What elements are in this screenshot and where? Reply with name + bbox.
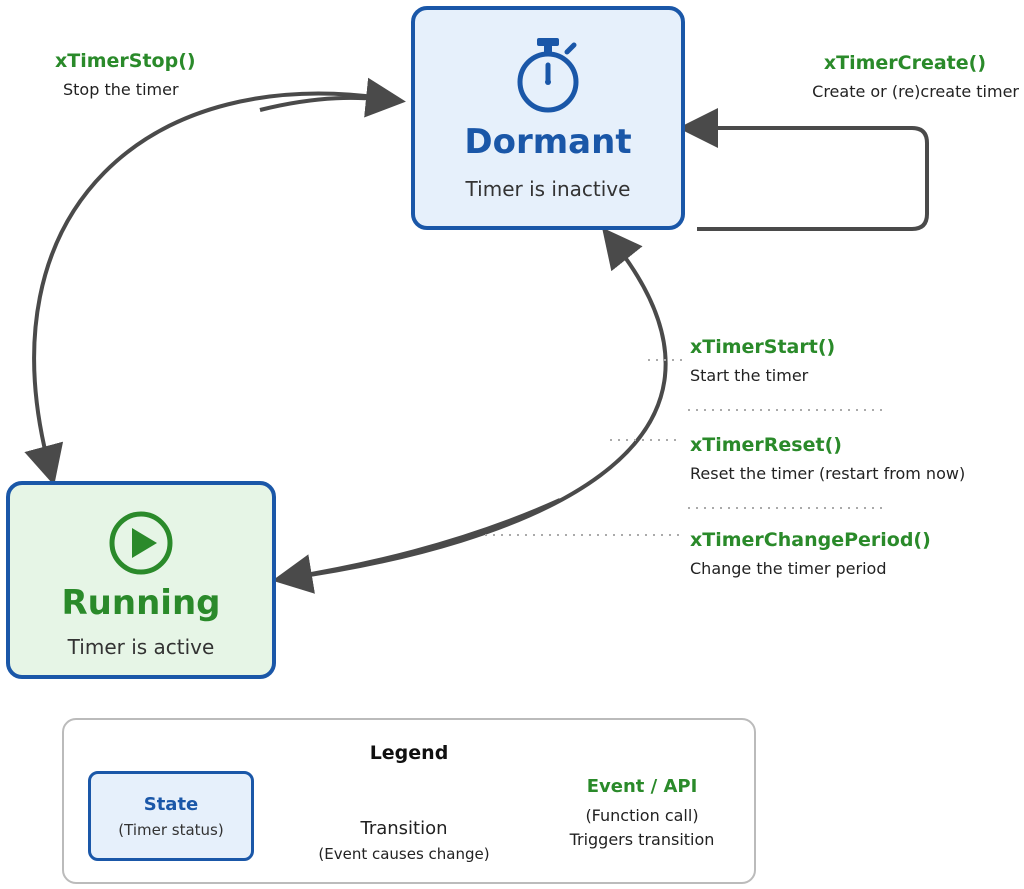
event-create-desc: Create or (re)create timer xyxy=(812,82,1019,101)
event-start-name: xTimerStart() xyxy=(690,336,836,358)
event-change-period-desc: Change the timer period xyxy=(690,559,887,578)
legend-state-label: State xyxy=(143,794,199,815)
event-stop: xTimerStop() Stop the timer xyxy=(55,50,196,99)
legend-transition-label: Transition xyxy=(360,818,448,839)
arrow-stop-dormant-to-running xyxy=(24,91,396,486)
play-circle-icon xyxy=(109,511,173,575)
arrow-dormant-to-running xyxy=(272,498,561,594)
legend-transition-sub: (Event causes change) xyxy=(318,845,490,863)
state-dormant: Dormant Timer is inactive xyxy=(411,6,685,230)
legend-state-sub: (Timer status) xyxy=(118,821,224,839)
legend-title: Legend xyxy=(369,742,449,764)
legend-event-sub2: Triggers transition xyxy=(569,830,715,849)
event-stop-name: xTimerStop() xyxy=(55,50,196,72)
legend-state-sample: State (Timer status) xyxy=(88,771,254,861)
event-reset-desc: Reset the timer (restart from now) xyxy=(690,464,966,483)
dormant-subtitle: Timer is inactive xyxy=(465,177,631,201)
state-running: Running Timer is active xyxy=(6,481,276,679)
legend-event-label: Event / API xyxy=(586,776,698,797)
event-reset: xTimerReset() Reset the timer (restart f… xyxy=(690,434,965,483)
event-reset-name: xTimerReset() xyxy=(690,434,842,456)
running-title: Running xyxy=(61,583,221,623)
event-create: xTimerCreate() Create or (re)create time… xyxy=(812,52,1019,101)
event-change-period: xTimerChangePeriod() Change the timer pe… xyxy=(690,529,931,578)
dormant-title: Dormant xyxy=(464,122,632,162)
event-create-name: xTimerCreate() xyxy=(823,52,986,74)
event-stop-desc: Stop the timer xyxy=(63,80,179,99)
running-subtitle: Timer is active xyxy=(67,635,215,659)
arrow-create-self-loop xyxy=(678,108,929,231)
stopwatch-icon xyxy=(517,38,579,113)
arrow-running-to-dormant xyxy=(289,227,668,580)
event-start-desc: Start the timer xyxy=(690,366,809,385)
legend-transition: Transition (Event causes change) xyxy=(294,818,514,863)
legend: Legend State (Timer status) Transition (… xyxy=(62,718,756,884)
arrow-stop-running-to-dormant xyxy=(259,77,406,118)
legend-event: Event / API (Function call) Triggers tra… xyxy=(542,776,742,849)
legend-event-sub1: (Function call) xyxy=(585,806,699,825)
event-change-period-name: xTimerChangePeriod() xyxy=(690,529,931,551)
event-start: xTimerStart() Start the timer xyxy=(690,336,835,385)
